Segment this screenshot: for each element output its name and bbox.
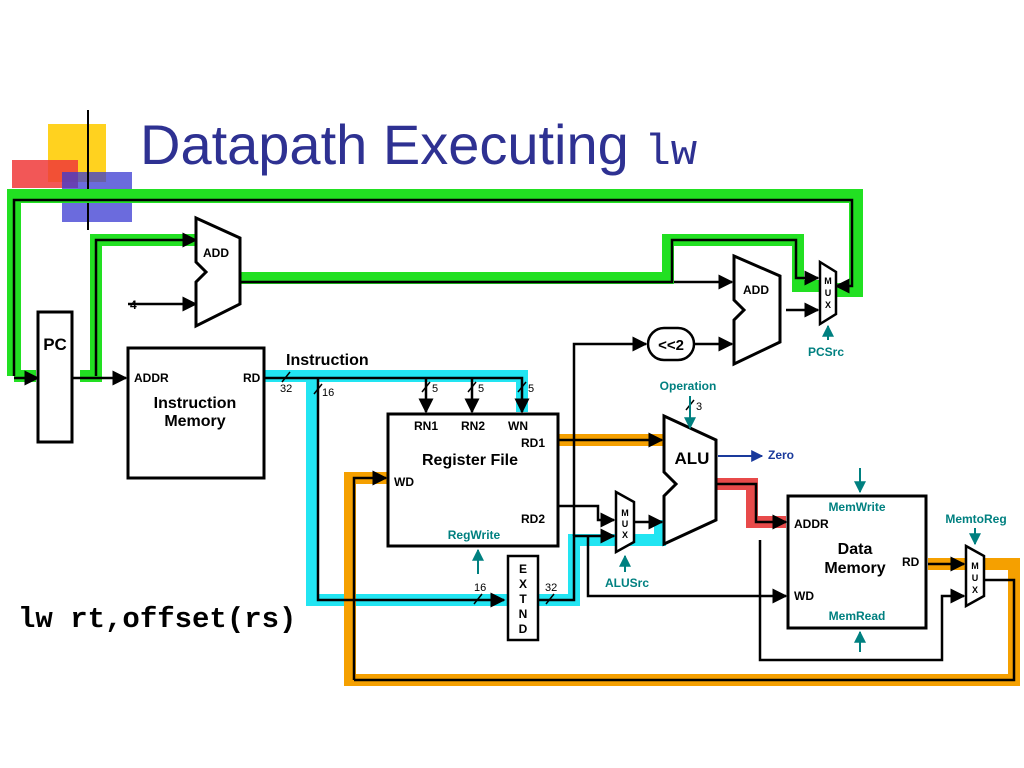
alusrc-label: ALUSrc	[605, 576, 649, 590]
alu-label: ALU	[675, 449, 710, 468]
branch-adder-label: ADD	[743, 283, 769, 297]
mux-letter: M	[621, 508, 629, 518]
sign-extend-unit: E X T N D	[506, 554, 540, 642]
logo-decoration	[12, 110, 132, 230]
mux-letter: U	[825, 288, 832, 298]
alu-addr-highlight	[716, 478, 786, 528]
title-text: Datapath Executing	[140, 113, 629, 176]
extnd-letter: E	[519, 562, 527, 576]
alusrc-mux: M U X ALUSrc	[605, 489, 649, 590]
mux-letter: U	[972, 573, 979, 583]
bus-5-rn1-label: 5	[432, 383, 438, 395]
pcsrc-mux: M U X PCSrc	[808, 259, 844, 359]
memread-label: MemRead	[829, 609, 886, 623]
pc-label: PC	[43, 335, 67, 354]
wd-label: WD	[394, 475, 414, 489]
imem-addr-label: ADDR	[134, 371, 169, 385]
branch-adder: ADD	[732, 253, 782, 367]
memwrite-label: MemWrite	[828, 500, 885, 514]
instruction-caption: lw rt,offset(rs)	[18, 603, 297, 636]
extend-out-32-label: 32	[545, 582, 557, 594]
extend-in-16-label: 16	[474, 582, 486, 594]
instruction-memory: ADDR RD Instruction Memory	[126, 346, 266, 480]
dmem-rd-label: RD	[902, 555, 920, 569]
wn-label: WN	[508, 419, 528, 433]
shift-label: <<2	[658, 337, 684, 354]
rd1-label: RD1	[521, 436, 545, 450]
rn1-label: RN1	[414, 419, 438, 433]
constant-4-label: 4	[130, 298, 137, 312]
register-file: RN1 RN2 WN RD1 RD2 WD Register File RegW…	[386, 412, 560, 548]
title-code: lw	[644, 128, 698, 178]
operation-label: Operation	[660, 379, 717, 393]
pc-adder-label: ADD	[203, 246, 229, 260]
imem-rd-label: RD	[243, 371, 261, 385]
dmem-name-line1: Data	[838, 541, 873, 558]
dmem-name-line2: Memory	[824, 560, 885, 577]
pcsrc-label: PCSrc	[808, 345, 844, 359]
mux-letter: M	[971, 561, 979, 571]
memtoreg-label: MemtoReg	[945, 512, 1006, 526]
rd2-label: RD2	[521, 512, 545, 526]
bus-16-label: 16	[322, 387, 334, 399]
mux-letter: U	[622, 519, 629, 529]
pc-adder: ADD 4	[130, 215, 242, 329]
dmem-wd-label: WD	[794, 589, 814, 603]
dmem-addr-label: ADDR	[794, 517, 829, 531]
imem-name-line1: Instruction	[154, 395, 237, 412]
extnd-letter: D	[519, 622, 528, 636]
data-memory: MemWrite MemRead ADDR WD RD Data Memory	[786, 494, 928, 630]
extnd-letter: N	[519, 607, 528, 621]
bus-5-rn2-label: 5	[478, 383, 484, 395]
extnd-letter: X	[519, 577, 527, 591]
slide-title: Datapath Executing lw	[140, 112, 697, 178]
shift-left-2: <<2	[646, 326, 696, 362]
alu-op-3-label: 3	[696, 401, 702, 413]
mux-letter: X	[622, 530, 628, 540]
extnd-letter: T	[519, 592, 527, 606]
mux-letter: X	[972, 585, 978, 595]
mux-letter: X	[825, 300, 831, 310]
mux-letter: M	[824, 276, 832, 286]
program-counter: PC	[36, 310, 74, 444]
bus-5-wn-label: 5	[528, 383, 534, 395]
memtoreg-mux: M U X MemtoReg	[945, 512, 1007, 609]
wires	[12, 198, 1016, 682]
rn2-label: RN2	[461, 419, 485, 433]
alu: ALU Operation Zero	[660, 379, 794, 547]
imem-name-line2: Memory	[164, 413, 225, 430]
bus-32-label: 32	[280, 383, 292, 395]
zero-label: Zero	[768, 448, 794, 462]
regfile-name: Register File	[422, 452, 518, 469]
regwrite-label: RegWrite	[448, 528, 501, 542]
instruction-label: Instruction	[286, 352, 369, 369]
bus-width-labels: 32 16 5 5 5 16 32 3	[280, 383, 702, 594]
